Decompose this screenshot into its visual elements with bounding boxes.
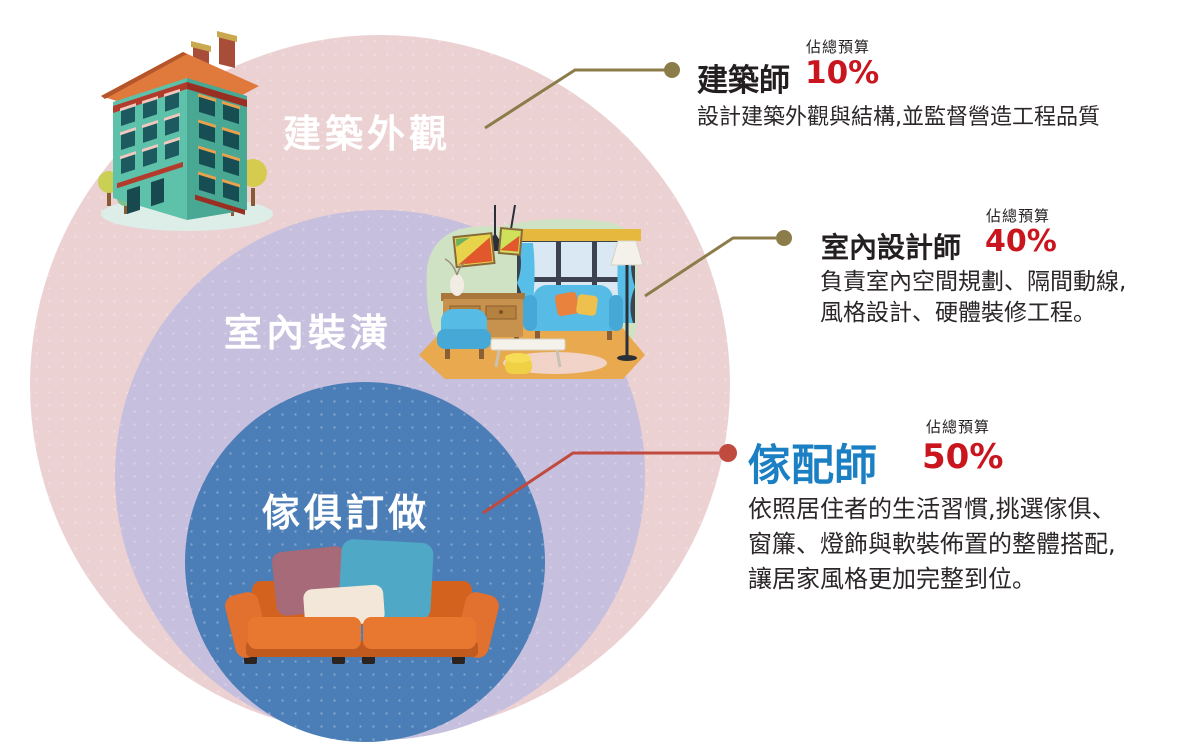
circle-label-interior-decoration: 室內裝潢: [224, 311, 393, 355]
interior-designer-percent: 40%: [985, 224, 1057, 259]
architect-percent-caption: 佔總預算: [806, 38, 871, 56]
living-room-illustration: [419, 205, 645, 379]
building-roof-ridge: [101, 52, 187, 99]
circle-label-building-exterior: 建築外觀: [283, 112, 452, 156]
furniture-stylist-percent: 50%: [922, 437, 1004, 477]
building-side-band: [187, 82, 247, 107]
interior-designer-percent-caption: 佔總預算: [986, 207, 1051, 225]
architect-percent: 10%: [805, 55, 880, 91]
interior-designer-description: 風格設計、硬體裝修工程。: [820, 300, 1096, 326]
interior-designer-description: 負責室內空間規劃、隔間動線,: [820, 269, 1127, 295]
furniture-stylist-description: 依照居住者的生活習慣,挑選傢俱、: [748, 495, 1116, 523]
sofa-seat-left: [248, 617, 361, 649]
building-side-windows: [195, 93, 245, 215]
room-pouf: [505, 353, 532, 374]
room-paintings: [452, 227, 524, 269]
room-sofa: [523, 285, 623, 340]
room-armchair: [437, 309, 491, 359]
furniture-stylist-title: 傢配師: [748, 441, 877, 491]
furniture-stylist-description: 讓居家風格更加完整到位。: [748, 565, 1036, 593]
architect-title: 建築師: [697, 63, 790, 99]
connector-dot-interior-designer: [776, 230, 792, 246]
room-floor-lamp: [610, 240, 644, 361]
interior-designer-title: 室內設計師: [821, 231, 962, 264]
furniture-stylist-description: 窗簾、燈飾與軟裝佈置的整體搭配,: [748, 530, 1116, 558]
room-coffee-table: [490, 338, 566, 368]
furniture-stylist-percent-caption: 佔總預算: [926, 418, 991, 436]
circle-label-custom-furniture: 傢俱訂做: [262, 491, 431, 535]
orange-sofa-illustration: [225, 539, 499, 664]
sofa-seat-right: [363, 617, 476, 649]
apartment-building-illustration: [98, 31, 273, 231]
building-front-windows: [117, 88, 183, 215]
architect-description: 設計建築外觀與結構,並監督營造工程品質: [697, 105, 1100, 130]
sofa-pillows: [271, 539, 434, 628]
connector-dot-architect: [664, 62, 680, 78]
